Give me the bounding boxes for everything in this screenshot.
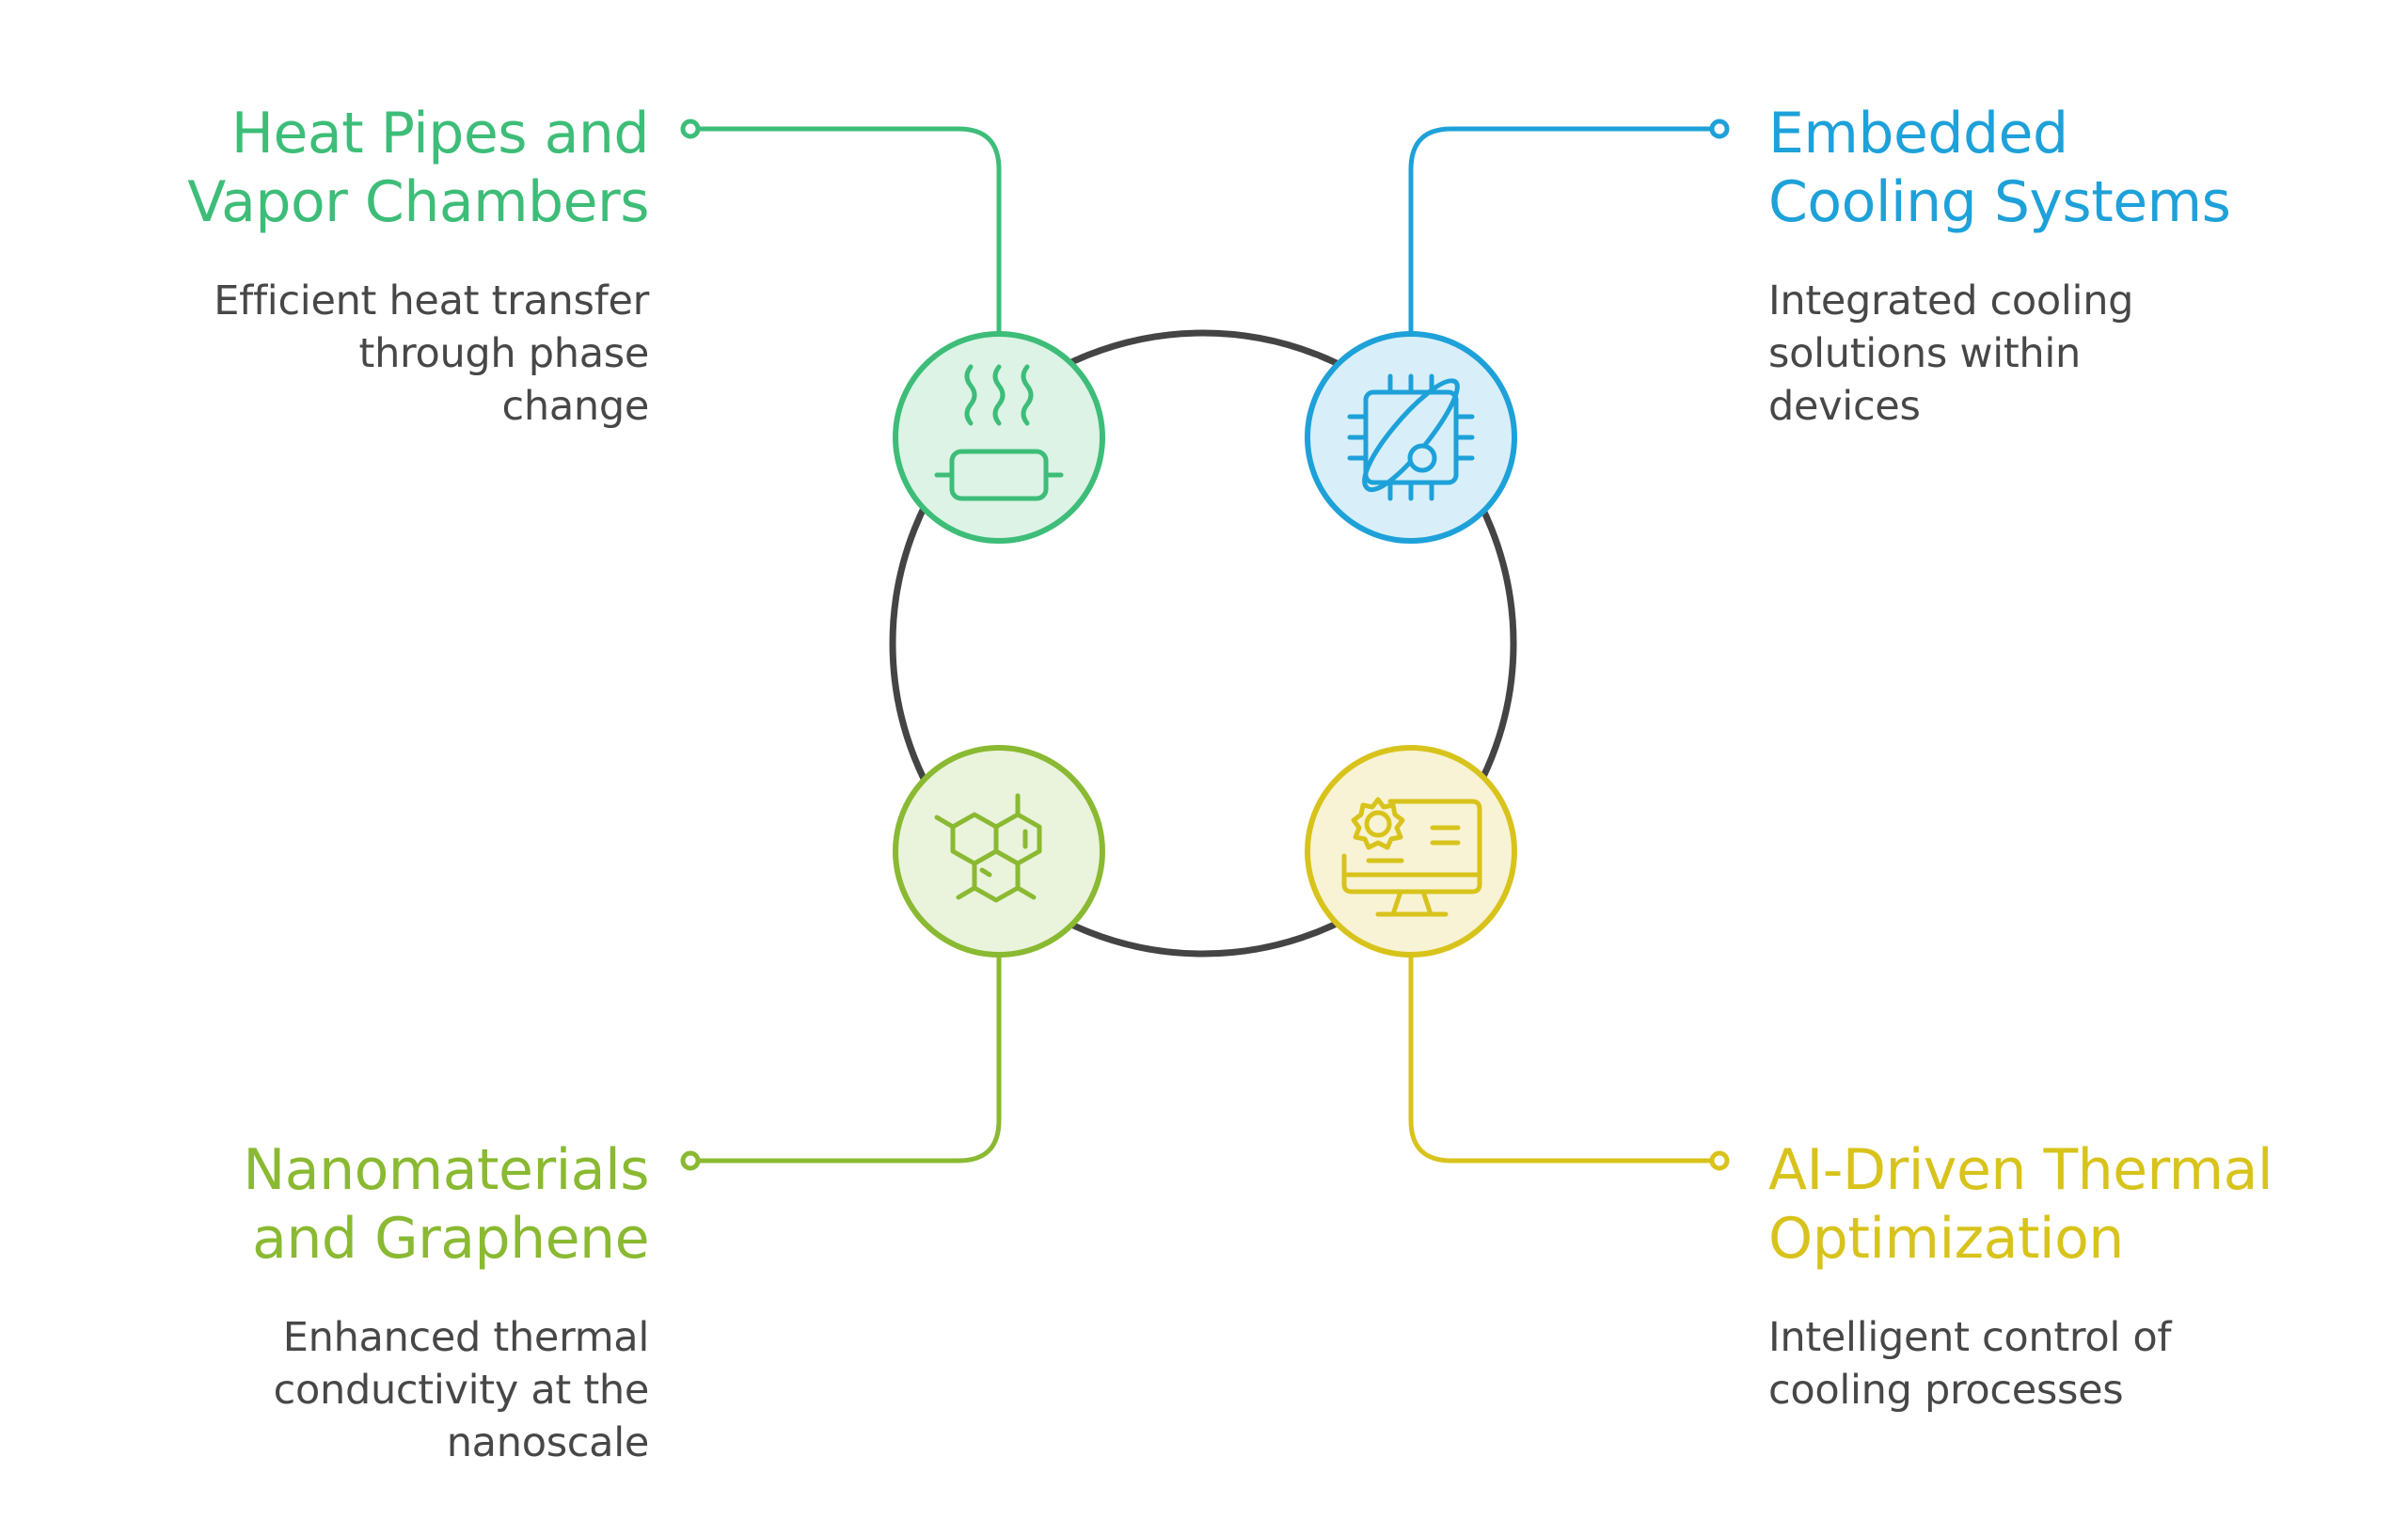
- node-description: Integrated cooling solutions within devi…: [1768, 275, 2408, 433]
- description-line: Intelligent control of: [1768, 1314, 2172, 1361]
- node-description: Intelligent control of cooling processes: [1768, 1311, 2408, 1417]
- connector-dot-nanomaterials: [680, 1150, 701, 1171]
- node-nanomaterials: [893, 745, 1105, 958]
- connector-ai-optimization: [1408, 954, 1714, 1164]
- title-line: Embedded: [1768, 101, 2068, 166]
- connector-nanomaterials: [696, 954, 1002, 1164]
- node-nanomaterials-text: Nanomaterials and Graphene Enhanced ther…: [9, 1136, 649, 1469]
- title-line: Cooling Systems: [1768, 169, 2231, 235]
- title-line: Vapor Chambers: [187, 169, 649, 235]
- title-line: Heat Pipes and: [230, 101, 650, 166]
- description-line: through phase: [358, 330, 650, 377]
- node-description: Enhanced thermal conductivity at the nan…: [9, 1311, 650, 1469]
- node-description: Efficient heat transfer through phase ch…: [9, 275, 649, 433]
- monitor-gear-icon: [1341, 797, 1482, 917]
- description-line: devices: [1768, 383, 1921, 430]
- description-line: solutions within: [1768, 330, 2081, 377]
- title-line: AI-Driven Thermal: [1768, 1137, 2273, 1203]
- description-line: conductivity at the: [273, 1367, 650, 1414]
- title-line: and Graphene: [252, 1206, 649, 1272]
- description-line: Integrated cooling: [1768, 277, 2134, 325]
- center-ring: [889, 329, 1517, 958]
- heat-pipe-icon: [934, 364, 1064, 501]
- description-line: Enhanced thermal: [282, 1314, 650, 1361]
- title-line: Nanomaterials: [243, 1137, 649, 1203]
- node-heat-pipes-text: Heat Pipes and Vapor Chambers Efficient …: [9, 100, 649, 433]
- node-ai-optimization-text: AI-Driven Thermal Optimization Intellige…: [1768, 1136, 2408, 1417]
- title-line: Optimization: [1768, 1206, 2124, 1272]
- node-heat-pipes: [893, 331, 1105, 544]
- connector-heat-pipes: [696, 126, 1002, 333]
- description-line: nanoscale: [446, 1419, 650, 1466]
- node-ai-optimization: [1305, 745, 1517, 958]
- node-title: Nanomaterials and Graphene: [9, 1136, 649, 1274]
- chip-orbit-icon: [1347, 373, 1475, 501]
- node-embedded-cooling: [1305, 331, 1517, 544]
- node-title: Embedded Cooling Systems: [1768, 100, 2408, 237]
- description-line: Efficient heat transfer: [214, 277, 649, 325]
- connector-embedded-cooling: [1408, 126, 1714, 333]
- description-line: change: [501, 383, 650, 430]
- graphene-icon: [934, 793, 1042, 903]
- node-title: Heat Pipes and Vapor Chambers: [9, 100, 649, 237]
- node-title: AI-Driven Thermal Optimization: [1768, 1136, 2408, 1274]
- description-line: cooling processes: [1768, 1367, 2124, 1414]
- connector-dot-embedded-cooling: [1709, 119, 1730, 139]
- node-embedded-cooling-text: Embedded Cooling Systems Integrated cool…: [1768, 100, 2408, 433]
- connector-dot-ai-optimization: [1709, 1150, 1730, 1171]
- connector-dot-heat-pipes: [680, 119, 701, 139]
